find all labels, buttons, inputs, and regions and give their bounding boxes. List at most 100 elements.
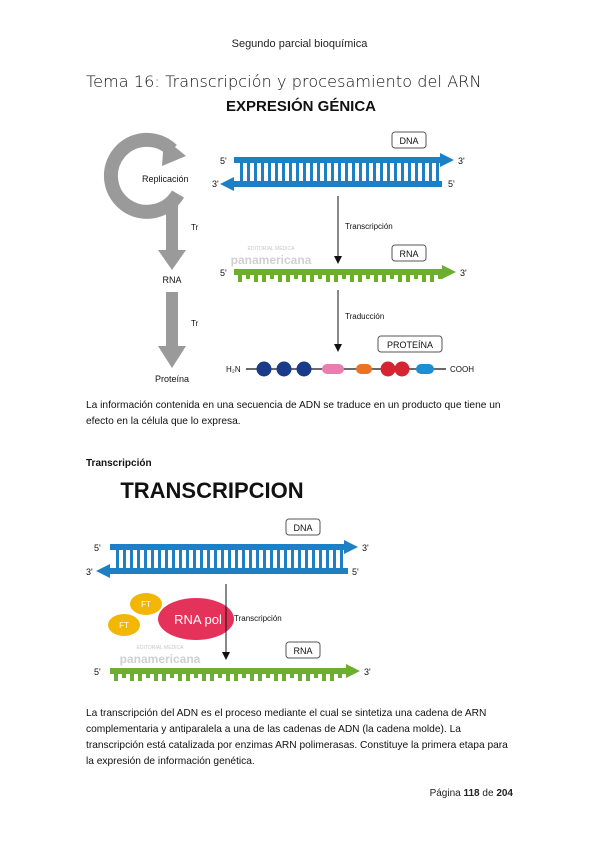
base-pair-rung [263,550,266,568]
base-pair-rung [340,550,343,568]
base-pair-rung [352,163,355,181]
strand-bottom-5: 5' [448,179,455,189]
watermark-top: EDITORIAL MÉDICA [248,245,296,252]
strand-top-3: 3' [362,543,369,553]
rna-base [318,275,322,279]
strand-bottom-3: 3' [86,567,93,577]
rna-3: 3' [364,667,371,677]
rna-base [358,275,362,282]
rna-base [382,275,386,282]
rna-base [306,674,310,681]
rna-base [170,674,174,678]
base-pair-rung [221,550,224,568]
rna-base [326,275,330,282]
rna-base [226,674,230,681]
rna-base [282,674,286,681]
rna-base [290,674,294,678]
base-pair-rung [289,163,292,181]
rna-base [294,275,298,279]
base-pair-rung [366,163,369,181]
rna-strand [234,265,456,279]
amino-acid [380,361,396,377]
rna-base [342,275,346,279]
base-pair-rung [408,163,411,181]
transcription-figure: TRANSCRIPCION DNA 5' 3' 3' 5' RNA pol FT… [86,478,371,681]
rna-base [218,674,222,678]
base-pair-rung [193,550,196,568]
protein-box-label: PROTEÍNA [387,340,433,350]
rna-base [194,674,198,678]
rna-pol-label: RNA pol [174,612,222,627]
footer-total-pages: 204 [496,788,513,799]
base-pair-rung [380,163,383,181]
rna-base [114,674,118,681]
amino-acid-chain [256,361,434,377]
rna-base [154,674,158,681]
rna-base [122,674,126,678]
rna-base [262,275,266,282]
base-pair-rung [310,163,313,181]
dna-top-strand [234,153,454,167]
watermark-main: panamericana [120,652,201,666]
dna-base-pairs [116,550,343,568]
rna-base [302,275,306,282]
base-pair-rung [331,163,334,181]
base-pair-rung [305,550,308,568]
base-pair-rung [200,550,203,568]
base-pair-rung [333,550,336,568]
dna-bottom-strand [96,564,348,578]
base-pair-rung [324,163,327,181]
rna-5: 5' [94,667,101,677]
amino-acid [296,361,312,377]
base-pair-rung [256,550,259,568]
base-pair-rung [165,550,168,568]
rna-base [286,275,290,282]
amino-acid [394,361,410,377]
rna-base [366,275,370,279]
rna-base [234,674,238,681]
gene-expression-figure: EXPRESIÓN GÉNICA Replicación Tr RNA Tr P… [103,97,474,384]
rna-3: 3' [460,268,467,278]
dna-box [391,131,427,149]
ft-label-1: FT [141,600,151,609]
rna-base [210,674,214,681]
footer-page-number: 118 [463,788,480,799]
base-pair-rung [401,163,404,181]
rna-base [162,674,166,681]
base-pair-rung [137,550,140,568]
section-title: Tema 16: Transcripción y procesamiento d… [86,72,482,91]
rna-polymerase [158,598,234,640]
base-pair-rung [387,163,390,181]
strand-top-3: 3' [458,156,465,166]
page-footer: Página 118 de 204 [430,788,513,799]
rna-base [246,275,250,279]
strand-top-5: 5' [94,543,101,553]
dna-base-pairs [240,163,439,181]
rna-base [258,674,262,681]
rna-bases [114,674,342,681]
h2n-label: H₂N [226,365,241,374]
ft-label-2: FT [119,621,129,630]
rna-base [278,275,282,282]
rna-base [438,275,442,279]
base-pair-rung [415,163,418,181]
base-pair-rung [298,550,301,568]
rna-strand [110,664,360,678]
rna-base [266,674,270,678]
rna-base [298,674,302,681]
base-pair-rung [312,550,315,568]
base-pair-rung [240,163,243,181]
rna-base [398,275,402,282]
strand-top-5: 5' [220,156,227,166]
protein-box [377,335,443,353]
rna-base [322,674,326,681]
rna-base [414,275,418,279]
dna-box-label: DNA [293,523,312,533]
rna-base [390,275,394,279]
rna-box-label: RNA [293,646,312,656]
amino-acid [356,364,372,374]
base-pair-rung [429,163,432,181]
rna-base [270,275,274,279]
dna-bottom-strand [220,177,442,191]
base-pair-rung [116,550,119,568]
